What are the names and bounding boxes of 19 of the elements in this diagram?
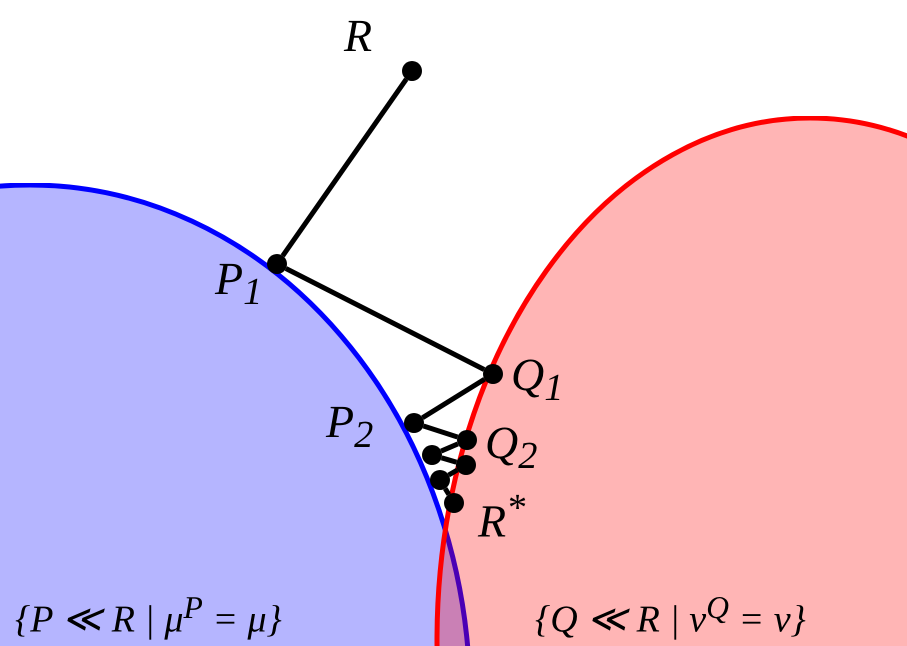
point-label: P$_{1}$ (215, 256, 262, 312)
connector-line (422, 424, 458, 440)
connector-line (421, 377, 486, 420)
point-label: Q$_{1}$ (511, 352, 564, 408)
connector-line (284, 266, 486, 372)
point-dot (422, 445, 442, 465)
point-label: R$^{*}$ (478, 489, 526, 544)
set-label: {P ≪ R | μ$^{P}$ = μ} (15, 592, 282, 639)
connector-line (440, 455, 458, 465)
point-dot (430, 470, 450, 490)
connector-line (440, 442, 459, 454)
connector-line (280, 78, 408, 258)
point-label: P$_{2}$ (326, 399, 374, 455)
connector-line (443, 487, 451, 496)
point-label: R (344, 13, 372, 59)
point-label: Q$_{2}$ (485, 420, 538, 476)
set-label: {Q ≪ R | ν$^{Q}$ = ν} (535, 592, 806, 639)
connector-line (447, 468, 459, 478)
set-region (432, 116, 907, 646)
